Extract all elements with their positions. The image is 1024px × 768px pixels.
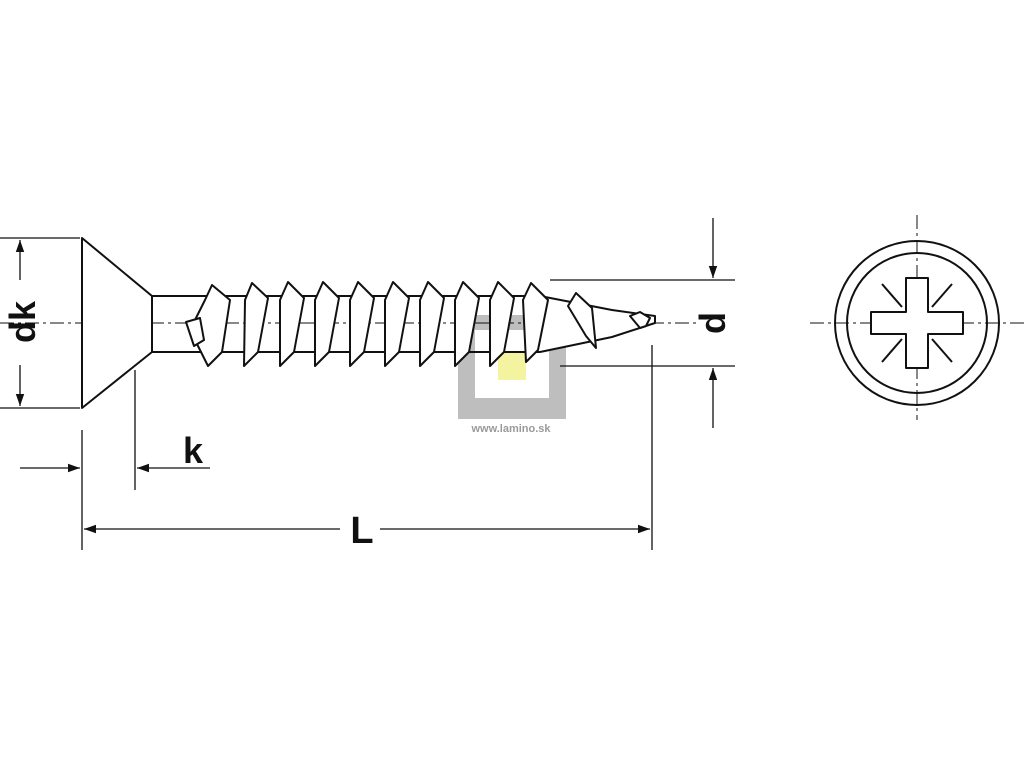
head-top-view (834, 240, 1000, 406)
head-inner-circle (846, 252, 988, 394)
screw-head (81, 237, 153, 409)
pozidriv-ticks (881, 283, 953, 363)
pozidriv-cross (870, 277, 964, 369)
dim-label-dk: dk (2, 300, 43, 343)
dim-label-L: L (350, 510, 373, 552)
screw-threads (185, 281, 651, 367)
dim-label-d: d (692, 312, 733, 334)
head-outer-circle (834, 240, 1000, 406)
dim-label-k: k (183, 430, 204, 471)
watermark-text: www.lamino.sk (470, 423, 551, 435)
dimension-lines (0, 218, 735, 550)
screw-side-view (81, 237, 656, 409)
